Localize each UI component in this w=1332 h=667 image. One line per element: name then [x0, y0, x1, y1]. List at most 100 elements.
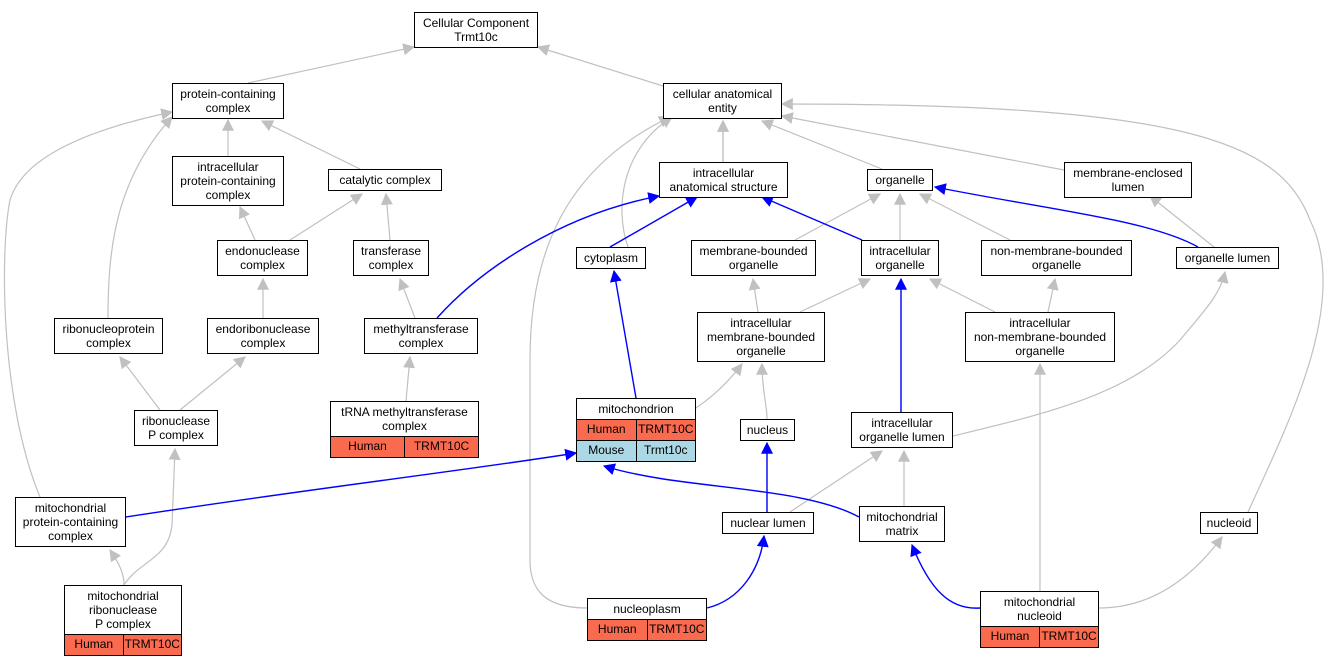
edge-membrane-enclosed-lumen-to-cae [780, 112, 1065, 171]
node-label: ribonucleoprotein complex [62, 322, 155, 350]
node-label: tRNA methyltransferase complex [341, 405, 468, 433]
node-non-membrane-bounded-organelle[interactable]: non-membrane-bounded organelle [981, 240, 1132, 276]
organism-label: Human [597, 622, 637, 636]
node-nucleoplasm[interactable]: nucleoplasm Human TRMT10C [587, 598, 707, 641]
node-intracellular-protein-containing-complex[interactable]: intracellular protein-containing complex [172, 156, 284, 206]
gene-symbol: TRMT10C [1039, 627, 1098, 647]
node-nucleoid[interactable]: nucleoid [1200, 512, 1258, 534]
node-nuclear-lumen[interactable]: nuclear lumen [722, 512, 814, 534]
node-label: membrane-bounded organelle [699, 244, 808, 272]
node-label: nucleoplasm [613, 602, 681, 616]
node-label: membrane-enclosed lumen [1073, 166, 1183, 194]
node-label: mitochondrion [598, 402, 674, 416]
edge-mitochondrion-to-cytoplasm [609, 269, 637, 399]
edge-inmbo-to-intracellular-organelle [928, 278, 996, 313]
node-transferase-complex[interactable]: transferase complex [353, 240, 429, 276]
annotation-row-human: Human TRMT10C [65, 634, 181, 655]
node-endoribonuclease-complex[interactable]: endoribonuclease complex [207, 318, 319, 354]
node-label: mitochondrial ribonuclease P complex [87, 589, 159, 631]
organism-label: Human [348, 439, 387, 453]
edge-imbo-to-membrane-bounded-organelle [748, 277, 761, 313]
node-intracellular-membrane-bounded-organelle[interactable]: intracellular membrane-bounded organelle [697, 312, 825, 362]
node-protein-containing-complex[interactable]: protein-containing complex [172, 83, 284, 119]
node-catalytic-complex[interactable]: catalytic complex [328, 169, 442, 191]
edge-mito-nucleoid-to-nucleoid [1098, 536, 1223, 609]
node-methyltransferase-complex[interactable]: methyltransferase complex [364, 318, 478, 354]
node-cytoplasm[interactable]: cytoplasm [576, 247, 646, 269]
edge-endonuclease-complex-to-catalytic-complex [289, 193, 364, 241]
node-trna-methyltransferase-complex[interactable]: tRNA methyltransferase complex Human TRM… [330, 401, 479, 458]
edge-nucleoid-to-cae [780, 98, 1324, 513]
node-label: protein-containing complex [180, 87, 276, 115]
node-label: intracellular protein-containing complex [180, 160, 276, 202]
node-label: intracellular organelle [869, 244, 931, 272]
edge-non-membrane-bounded-organelle-to-organelle [918, 193, 1011, 241]
node-label: mitochondrial protein-containing complex [22, 501, 119, 543]
edge-organelle-to-cae [760, 119, 883, 170]
node-intracellular-organelle-lumen[interactable]: intracellular organelle lumen [851, 412, 953, 448]
edge-ribonucleoprotein-complex-to-ppc [107, 116, 173, 319]
node-mitochondrial-ribonuclease-p-complex[interactable]: mitochondrial ribonuclease P complex Hum… [64, 585, 182, 656]
node-mitochondrial-nucleoid[interactable]: mitochondrial nucleoid Human TRMT10C [980, 591, 1099, 648]
edge-membrane-bounded-organelle-to-organelle [794, 193, 882, 241]
gene-symbol: TRMT10C [404, 437, 478, 457]
edge-mito-rnasep-to-mito-ppc [109, 549, 125, 586]
edge-methyltransferase-complex-to-ias [436, 192, 661, 319]
node-label: Cellular Component Trmt10c [422, 16, 530, 44]
edge-intracellular-organelle-to-intracellular-anatomical-structure [760, 195, 863, 241]
node-label: mitochondrial nucleoid [1003, 595, 1076, 623]
node-label: nucleus [746, 423, 789, 437]
node-label: intracellular organelle lumen [859, 416, 945, 444]
annotation-row-human: Human TRMT10C [577, 419, 695, 440]
node-cellular-component-root[interactable]: Cellular Component Trmt10c [414, 12, 538, 48]
edge-mito-nucleoid-to-mito-matrix [910, 543, 981, 609]
node-label: catalytic complex [339, 173, 431, 187]
node-cellular-anatomical-entity[interactable]: cellular anatomical entity [663, 83, 782, 119]
edge-mito-matrix-to-mitochondrion [602, 463, 860, 518]
edge-cytoplasm-to-intracellular-anatomical-structure [609, 196, 699, 248]
edge-nucleus-to-imbo [756, 362, 769, 420]
node-label: methyltransferase complex [373, 322, 469, 350]
node-intracellular-organelle[interactable]: intracellular organelle [861, 240, 939, 276]
node-mitochondrion[interactable]: mitochondrion Human TRMT10C Mouse Trmt10… [576, 398, 696, 462]
edge-organelle-lumen-to-membrane-enclosed-lumen [1149, 195, 1215, 248]
edge-iol-to-organelle-lumen [952, 270, 1229, 437]
edge-mito-ppc-to-mitochondrion [125, 448, 578, 518]
node-label: intracellular anatomical structure [669, 166, 778, 194]
edge-catalytic-complex-to-ppc [260, 120, 361, 170]
node-label: ribonuclease P complex [141, 414, 211, 442]
node-intracellular-anatomical-structure[interactable]: intracellular anatomical structure [659, 162, 788, 198]
edge-protein-containing-complex-to-root [247, 43, 416, 84]
node-ribonuclease-p-complex[interactable]: ribonuclease P complex [134, 410, 218, 446]
node-organelle-lumen[interactable]: organelle lumen [1176, 247, 1279, 269]
edge-organelle-lumen-to-organelle [933, 183, 1199, 248]
node-mitochondrial-protein-containing-complex[interactable]: mitochondrial protein-containing complex [15, 497, 126, 547]
node-label: nucleoid [1206, 516, 1252, 530]
gene-symbol: TRMT10C [646, 620, 707, 640]
edge-imbo-to-intracellular-organelle [799, 278, 872, 313]
annotation-row-human: Human TRMT10C [331, 436, 478, 457]
node-label: organelle lumen [1184, 251, 1271, 265]
gene-symbol: Trmt10c [635, 441, 696, 461]
node-membrane-bounded-organelle[interactable]: membrane-bounded organelle [691, 240, 816, 276]
node-organelle[interactable]: organelle [867, 169, 933, 191]
organism-label: Mouse [588, 443, 625, 457]
node-endonuclease-complex[interactable]: endonuclease complex [217, 240, 308, 276]
edge-cellular-anatomical-entity-to-root [536, 44, 664, 87]
edge-nuclear-lumen-to-iol [789, 450, 884, 513]
edge-mitochondrion-to-imbo [695, 363, 743, 409]
annotation-row-mouse: Mouse Trmt10c [577, 440, 695, 461]
node-ribonucleoprotein-complex[interactable]: ribonucleoprotein complex [54, 318, 163, 354]
node-label: transferase complex [360, 244, 422, 272]
node-label: cytoplasm [583, 251, 639, 265]
node-nucleus[interactable]: nucleus [740, 419, 795, 441]
edge-inmbo-to-non-membrane-bounded-organelle [1046, 277, 1059, 313]
edge-methyltransferase-complex-to-transferase-complex [398, 277, 416, 319]
node-intracellular-non-membrane-bounded-organelle[interactable]: intracellular non-membrane-bounded organ… [965, 312, 1115, 362]
organism-label: Human [990, 629, 1030, 643]
node-membrane-enclosed-lumen[interactable]: membrane-enclosed lumen [1064, 162, 1192, 198]
gene-symbol: TRMT10C [635, 420, 696, 440]
node-mitochondrial-matrix[interactable]: mitochondrial matrix [859, 506, 945, 542]
